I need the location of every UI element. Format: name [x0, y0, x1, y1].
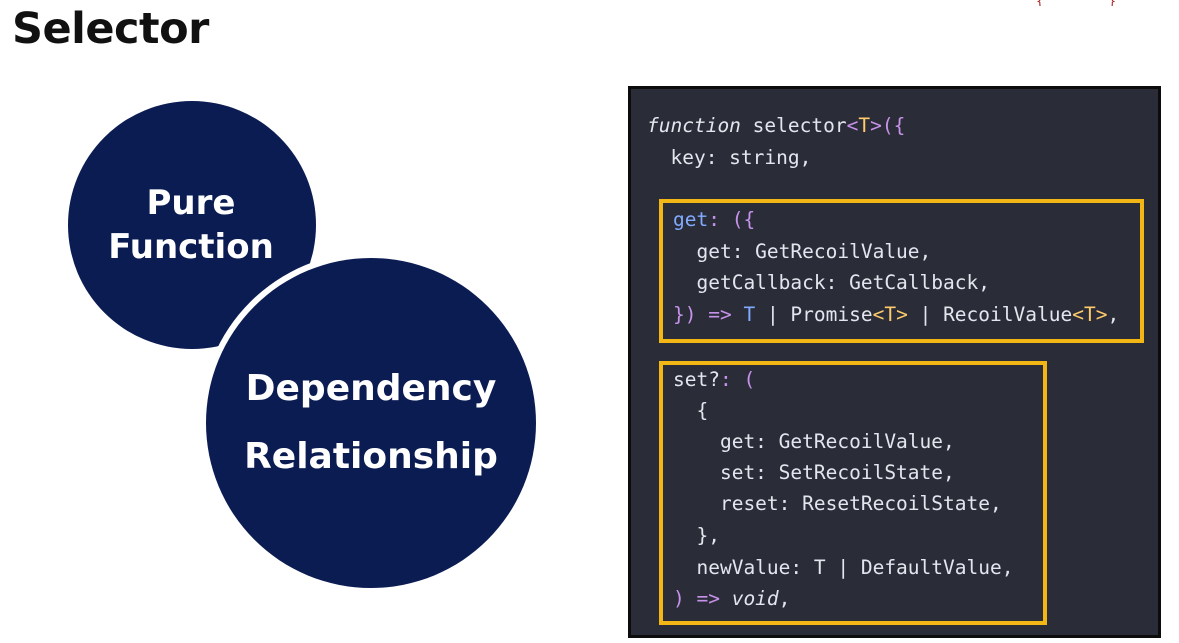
code-block: function selector<T>({ key: string, get:…	[631, 89, 1119, 610]
code-line: set: SetRecoilState,	[673, 461, 955, 484]
concept-circle-pure-function: Pure Function	[68, 101, 316, 349]
code-line: }) => T | Promise<T> | RecoilValue<T>,	[673, 303, 1120, 326]
code-line: function selector<T>({	[647, 114, 906, 137]
concept-circle-dependency-relationship: Dependency Relationship	[206, 258, 536, 588]
code-line: reset: ResetRecoilState,	[673, 492, 1002, 515]
code-line: },	[673, 524, 720, 547]
code-line: getCallback: GetCallback,	[673, 271, 990, 294]
code-line: get: GetRecoilValue,	[673, 240, 932, 263]
highlight-box-set	[659, 361, 1047, 625]
code-line: key: string,	[647, 146, 812, 169]
concept-label-line: Pure	[146, 183, 236, 223]
concept-label-line: Dependency	[245, 368, 497, 409]
highlight-box-get	[659, 199, 1144, 343]
code-line: get: ({	[673, 208, 756, 231]
corner-logo-fragment: { }	[1036, 0, 1156, 6]
code-panel: function selector<T>({ key: string, get:…	[628, 86, 1161, 638]
code-line: set?: (	[673, 368, 756, 391]
code-line: ) => void,	[673, 587, 791, 610]
code-line: get: GetRecoilValue,	[673, 430, 955, 453]
code-line: newValue: T | DefaultValue,	[673, 556, 1014, 579]
concept-label-line: Relationship	[244, 436, 498, 477]
concept-label-line: Function	[108, 227, 274, 267]
slide-title: Selector	[12, 4, 209, 54]
code-line: {	[673, 399, 709, 422]
